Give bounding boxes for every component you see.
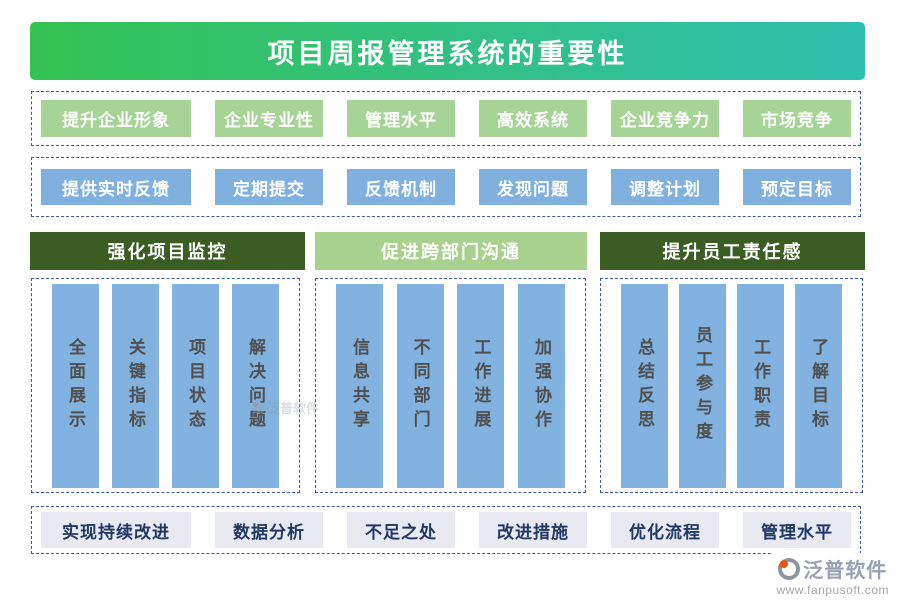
bar: 员工参与度 (679, 283, 726, 488)
section-monitoring-bars: 全面展示 关键指标 项目状态 解决问题 (31, 278, 300, 493)
bar: 全面展示 (52, 283, 99, 488)
feedback-row: 提供实时反馈 定期提交 反馈机制 发现问题 调整计划 预定目标 (31, 157, 861, 217)
section-header-monitoring: 强化项目监控 (30, 232, 305, 270)
benefit-pill: 高效系统 (479, 100, 587, 137)
benefit-pill: 企业专业性 (215, 100, 323, 137)
title-banner: 项目周报管理系统的重要性 (30, 22, 865, 80)
bar: 解决问题 (232, 283, 279, 488)
bar: 总结反思 (621, 283, 668, 488)
section-header-label: 提升员工责任感 (662, 242, 803, 262)
benefit-pill: 管理水平 (347, 100, 455, 137)
brand-name: 泛普软件 (803, 560, 888, 582)
benefits-row: 提升企业形象 企业专业性 管理水平 高效系统 企业竞争力 市场竞争 (31, 91, 861, 146)
section-header-responsibility: 提升员工责任感 (600, 232, 865, 270)
brand-url: www.fanpusoft.com (776, 583, 889, 597)
section-header-label: 强化项目监控 (107, 242, 228, 262)
improvement-pill: 实现持续改进 (41, 512, 191, 548)
bar: 加强协作 (517, 283, 565, 488)
bar: 了解目标 (795, 283, 842, 488)
bar: 信息共享 (336, 283, 383, 488)
bar: 不同部门 (396, 283, 444, 488)
feedback-pill: 发现问题 (479, 169, 587, 205)
bar: 项目状态 (172, 283, 219, 488)
feedback-pill: 提供实时反馈 (41, 169, 191, 205)
bar: 工作进展 (457, 283, 505, 488)
section-communication-bars: 信息共享 不同部门 工作进展 加强协作 (315, 278, 586, 493)
benefit-pill: 企业竞争力 (611, 100, 719, 137)
section-header-communication: 促进跨部门沟通 (315, 232, 587, 270)
improvement-pill: 改进措施 (479, 512, 587, 548)
improvement-pill: 优化流程 (611, 512, 719, 548)
bar: 关键指标 (112, 283, 159, 488)
page-title: 项目周报管理系统的重要性 (267, 38, 628, 69)
section-responsibility-bars: 总结反思 员工参与度 工作职责 了解目标 (600, 278, 863, 493)
benefit-pill: 市场竞争 (743, 100, 851, 137)
feedback-pill: 反馈机制 (347, 169, 455, 205)
improvement-pill: 不足之处 (347, 512, 455, 548)
brand-logo: 泛普软件 www.fanpusoft.com (773, 553, 892, 598)
feedback-pill: 预定目标 (743, 169, 851, 205)
improvement-row: 实现持续改进 数据分析 不足之处 改进措施 优化流程 管理水平 (31, 506, 861, 554)
bar: 工作职责 (737, 283, 784, 488)
improvement-pill: 数据分析 (215, 512, 323, 548)
section-header-label: 促进跨部门沟通 (381, 242, 521, 262)
feedback-pill: 调整计划 (611, 169, 719, 205)
improvement-pill: 管理水平 (743, 512, 851, 548)
benefit-pill: 提升企业形象 (41, 100, 191, 137)
feedback-pill: 定期提交 (215, 169, 323, 205)
brand-logo-icon (778, 557, 801, 580)
